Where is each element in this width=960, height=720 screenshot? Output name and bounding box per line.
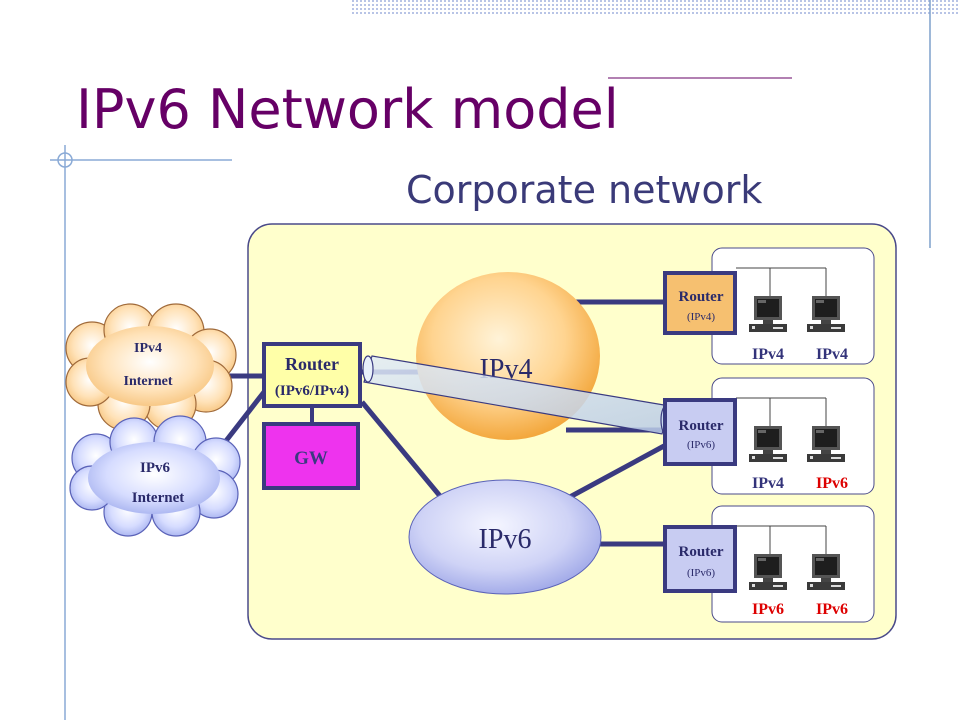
main-router-label: Router [285, 354, 339, 374]
router-label: Router [679, 418, 724, 434]
computer-icon [749, 296, 787, 332]
ipv4-internet-label: Internet [124, 374, 173, 389]
gateway [262, 422, 360, 490]
router-ipv6 [663, 525, 737, 593]
computer-icon [807, 554, 845, 590]
main-router [262, 342, 362, 408]
computer-icon [807, 426, 845, 462]
host-label: IPv6 [816, 601, 848, 618]
ipv6-internet-label: Internet [132, 490, 185, 506]
router-label: Router [679, 544, 724, 560]
router-ipv4 [663, 271, 737, 335]
ipv6-network [408, 479, 602, 595]
gateway-label: GW [294, 448, 328, 469]
router-label: Router [679, 289, 724, 305]
router-ipv6 [663, 398, 737, 466]
main-router-sub: (IPv6/IPv4) [275, 383, 349, 399]
host-label: IPv6 [816, 475, 848, 492]
ipv6-internet-cloud [69, 415, 241, 537]
router-sub: (IPv6) [687, 567, 715, 579]
ipv6-network-label: IPv6 [479, 524, 532, 555]
page-title: IPv6 Network model [76, 78, 619, 141]
dotted-band [352, 0, 960, 14]
computer-icon [807, 296, 845, 332]
host-label: IPv4 [816, 346, 848, 363]
computer-icon [749, 554, 787, 590]
host-label: IPv4 [752, 475, 784, 492]
router-sub: (IPv4) [687, 311, 715, 323]
host-label: IPv4 [752, 346, 784, 363]
ipv6-internet-label: IPv6 [140, 460, 171, 476]
page-subtitle: Corporate network [406, 168, 763, 212]
computer-icon [749, 426, 787, 462]
ipv4-internet-label: IPv4 [134, 341, 162, 356]
host-label: IPv6 [752, 601, 784, 618]
ipv4-internet-cloud [65, 303, 237, 431]
router-sub: (IPv6) [687, 439, 715, 451]
